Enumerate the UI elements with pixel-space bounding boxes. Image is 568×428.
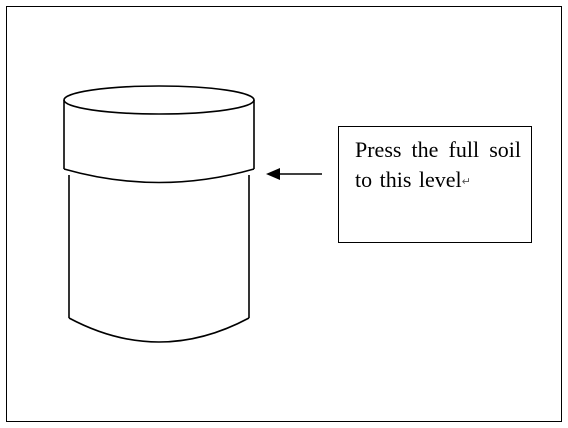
paragraph-mark-icon: ↵ <box>461 174 471 188</box>
fill-level-line <box>63 168 255 184</box>
annotation-box: Press the full soil to this level↵ <box>338 126 532 243</box>
container-bottom <box>68 317 250 343</box>
container-rim-top <box>63 85 255 115</box>
pointer-arrow <box>266 168 322 180</box>
arrow-head-icon <box>266 168 280 180</box>
annotation-label: Press the full soil to this level <box>355 137 521 192</box>
annotation-text: Press the full soil to this level↵ <box>355 135 521 197</box>
container-drawing <box>63 85 255 343</box>
